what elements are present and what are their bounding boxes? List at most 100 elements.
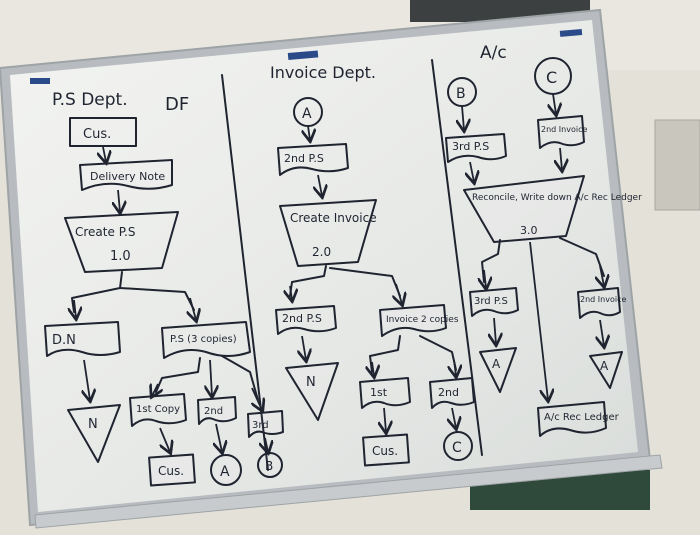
flow-arrow	[159, 427, 170, 452]
dn-label: D.N	[52, 333, 76, 348]
connector-a-in-label: A	[302, 106, 312, 122]
marker-smudge	[559, 28, 583, 37]
flow-arrow	[600, 265, 604, 286]
ac-out-invoice-doc	[577, 287, 621, 319]
ac-input-invoice-doc	[537, 115, 585, 149]
process-2-name: Create Invoice	[290, 211, 377, 225]
flow-arrow	[452, 407, 456, 428]
connector-c	[443, 431, 473, 461]
ps-copies-doc	[161, 321, 251, 359]
flow-arrow	[553, 93, 556, 114]
flow-arrow	[396, 283, 402, 304]
flow-arrow	[118, 189, 120, 212]
flow-arrow	[494, 317, 496, 344]
flow-arrow	[190, 297, 196, 320]
process-2-shape	[279, 199, 377, 267]
connector-a-label: A	[220, 464, 230, 480]
process-3-number: 3.0	[520, 224, 538, 237]
invoice-copy1-label: 1st	[370, 386, 388, 399]
storage-n-triangle	[67, 404, 121, 463]
marker-smudge	[287, 50, 319, 61]
customer-label: Cus.	[83, 127, 111, 142]
invoice-ps-label: 2nd P.S	[282, 312, 322, 325]
storage-a1-triangle	[479, 347, 517, 393]
customer-box	[69, 117, 137, 147]
invoice-customer-box	[362, 433, 410, 467]
flow-split	[481, 239, 501, 283]
flow-arrow	[308, 125, 310, 140]
flow-arrow	[103, 146, 106, 162]
flow-arrow	[529, 241, 548, 400]
flow-arrow	[384, 407, 386, 432]
ac-input-ps-doc	[445, 133, 507, 163]
flow-arrow	[560, 147, 562, 170]
invoice-copy1-doc	[359, 377, 411, 409]
flow-arrow	[318, 174, 322, 196]
copy1-doc	[129, 393, 187, 427]
ac-input-invoice-label: 2nd Invoice	[541, 125, 587, 134]
invoice-copies-doc	[379, 304, 447, 337]
flow-arrow	[462, 105, 464, 130]
invoice-input-label: 2nd P.S	[284, 152, 324, 165]
ac-out-invoice-label: 2nd Invoice	[580, 295, 626, 304]
ps-dept-title: P.S Dept.	[52, 90, 128, 110]
invoice-ps-doc	[275, 305, 337, 335]
flow-arrow	[252, 387, 262, 410]
copy1-label: 1st Copy	[136, 404, 180, 415]
copy2-label: 2nd	[204, 406, 223, 417]
flow-arrow	[302, 335, 306, 360]
marker-tray	[34, 454, 663, 529]
customer2-box	[148, 453, 196, 487]
flow-arrow	[265, 437, 268, 452]
process-1-number: 1.0	[110, 249, 131, 264]
process-1-shape	[64, 211, 179, 273]
connector-c-in-label: C	[546, 68, 557, 87]
ac-input-ps-label: 3rd P.S	[452, 140, 489, 153]
ac-dept-title: A/c	[480, 43, 507, 63]
flow-arrow	[216, 423, 222, 452]
flow-arrow	[484, 269, 486, 288]
flow-arrow	[454, 359, 456, 376]
flow-arrow	[470, 161, 474, 182]
flow-arrow	[210, 359, 212, 396]
ac-out-ps-label: 3rd P.S	[474, 296, 508, 307]
invoice-copy2-label: 2nd	[438, 386, 459, 399]
storage-a1-label: A	[492, 357, 501, 371]
ac-out-ps-doc	[469, 287, 519, 317]
dn-doc	[44, 321, 121, 357]
copy2-doc	[197, 396, 237, 425]
connector-c-label: C	[452, 440, 462, 456]
invoice-customer-label: Cus.	[372, 444, 398, 458]
invoice-input-doc	[277, 143, 349, 176]
flow-arrow	[152, 384, 158, 396]
flow-arrow	[600, 319, 604, 346]
flow-arrow	[84, 359, 90, 400]
ps-copies-label: P.S (3 copies)	[170, 334, 237, 345]
ledger-label: A/c Rec Ledger	[544, 412, 620, 423]
storage-n-label: N	[88, 417, 98, 432]
delivery-note-doc	[79, 159, 173, 191]
ledger-doc	[537, 401, 607, 437]
connector-b	[257, 452, 283, 478]
flow-arrow	[74, 299, 76, 318]
invoice-dept-title: Invoice Dept.	[270, 63, 376, 82]
flow-split	[369, 335, 401, 373]
process-3-name: Reconcile, Write down A/c Rec Ledger	[472, 193, 642, 203]
connector-a	[210, 454, 242, 486]
delivery-note-label: Delivery Note	[90, 170, 165, 183]
customer2-label: Cus.	[158, 464, 184, 478]
marker-smudge	[30, 78, 50, 84]
flow-arrow	[290, 285, 292, 300]
flow-split	[71, 271, 123, 313]
invoice-copies-label: Invoice 2 copies	[386, 315, 459, 325]
copy3-label: 3rd	[252, 420, 269, 431]
storage-a2-label: A	[600, 359, 609, 373]
invoice-copy2-doc	[429, 377, 475, 409]
flow-split	[221, 355, 259, 401]
flow-arrow	[372, 361, 374, 376]
process-1-name: Create P.S	[75, 225, 136, 239]
process-3-shape	[463, 175, 585, 243]
storage-a2-triangle	[589, 351, 623, 389]
storage-n2-label: N	[306, 375, 316, 390]
